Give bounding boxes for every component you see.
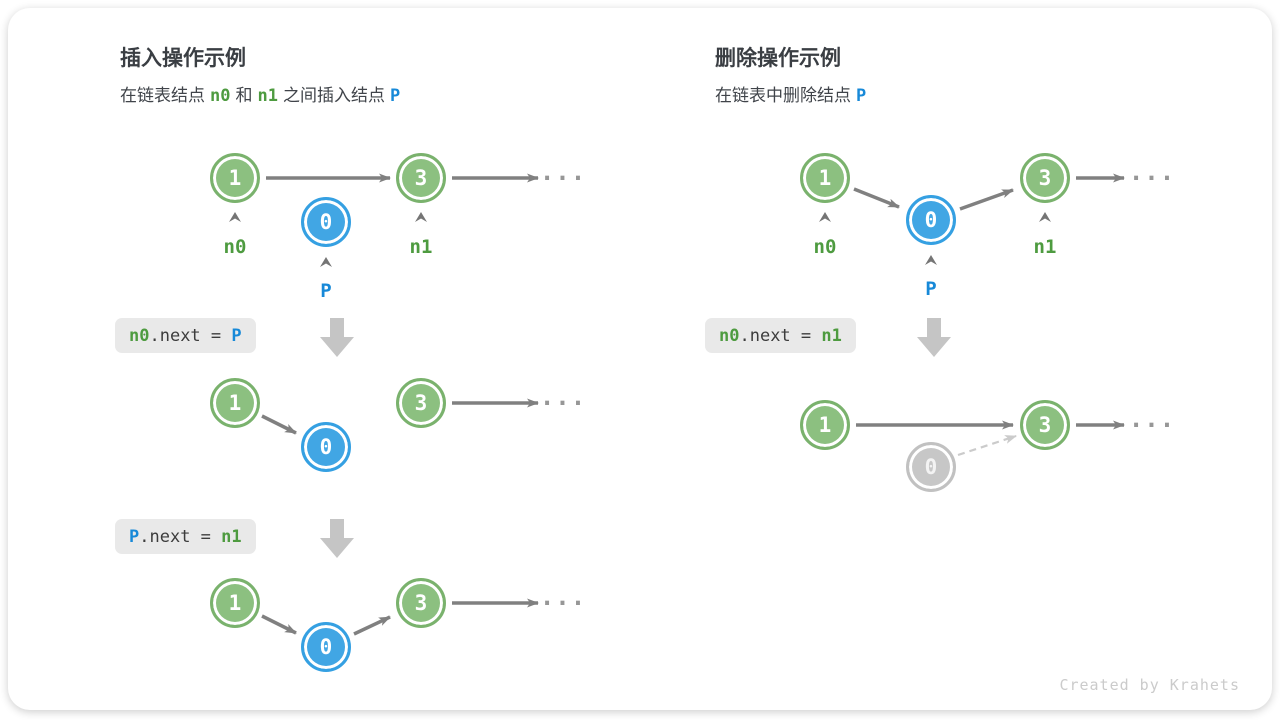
label-n0: n0: [223, 236, 247, 258]
code-lhs: P: [129, 526, 140, 547]
node-3: 3: [396, 153, 446, 203]
code-lhs: n0: [719, 325, 740, 346]
node-0-removed: 0: [906, 442, 956, 492]
node-1: 1: [210, 378, 260, 428]
code-n0-next-n1: n0.next = n1: [705, 318, 856, 353]
node-0: 0: [301, 422, 351, 472]
code-lhs: n0: [129, 325, 150, 346]
node-3: 3: [1020, 400, 1070, 450]
code-mid: .next =: [149, 325, 232, 346]
subtitle-text: 在链表结点: [120, 86, 205, 105]
credit-text: Created by Krahets: [1059, 676, 1240, 694]
ellipsis: ...: [1128, 405, 1176, 433]
code-rhs: n1: [821, 325, 842, 346]
delete-panel-subtitle: 在链表中删除结点 P: [715, 81, 871, 106]
node-0: 0: [906, 195, 956, 245]
p-token: P: [389, 86, 401, 106]
label-p: P: [320, 280, 332, 302]
node-3: 3: [396, 578, 446, 628]
n1-token: n1: [257, 86, 278, 106]
delete-panel-title: 删除操作示例: [715, 47, 841, 70]
label-n0: n0: [813, 236, 837, 258]
subtitle-text: 在链表中删除结点: [715, 86, 851, 105]
node-0: 0: [301, 197, 351, 247]
subtitle-text: 和: [235, 86, 253, 105]
code-mid: .next =: [139, 526, 222, 547]
node-1: 1: [800, 400, 850, 450]
ellipsis: ...: [539, 583, 587, 611]
code-mid: .next =: [739, 325, 822, 346]
label-n1: n1: [1033, 236, 1057, 258]
ellipsis: ...: [539, 158, 587, 186]
code-n0-next-p: n0.next = P: [115, 318, 256, 353]
code-p-next-n1: P.next = n1: [115, 519, 256, 554]
p-token: P: [856, 86, 867, 106]
node-1: 1: [800, 153, 850, 203]
code-rhs: n1: [221, 526, 242, 547]
node-1: 1: [210, 153, 260, 203]
ellipsis: ...: [1128, 158, 1176, 186]
ellipsis: ...: [539, 383, 587, 411]
subtitle-text: 之间插入结点: [282, 86, 385, 105]
label-n1: n1: [409, 236, 433, 258]
diagram-card: [8, 8, 1272, 710]
node-0: 0: [301, 622, 351, 672]
label-p: P: [925, 278, 937, 300]
n0-token: n0: [210, 86, 231, 106]
insert-panel-title: 插入操作示例: [120, 47, 246, 70]
code-rhs: P: [231, 325, 242, 346]
node-1: 1: [210, 578, 260, 628]
node-3: 3: [1020, 153, 1070, 203]
node-3: 3: [396, 378, 446, 428]
